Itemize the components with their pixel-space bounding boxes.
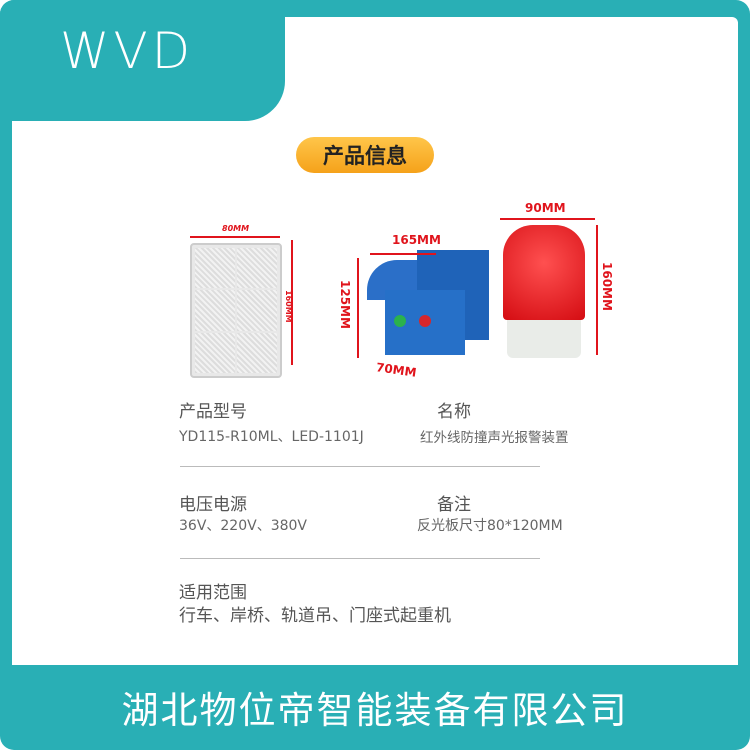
content-panel (12, 17, 738, 665)
spec-value-name: 红外线防撞声光报警装置 (420, 430, 569, 446)
company-name: 湖北物位帝智能装备有限公司 (121, 689, 629, 732)
spec-value-voltage: 36V、220V、380V (179, 518, 307, 534)
reflector-image (190, 243, 282, 378)
spec-label-application: 适用范围 (179, 583, 247, 603)
spec-label-name: 名称 (437, 402, 471, 422)
light-width-label: 90MM (525, 201, 566, 215)
spec-label-voltage: 电压电源 (179, 495, 247, 515)
divider (180, 466, 540, 467)
dim-arrow (596, 225, 598, 355)
section-title: 产品信息 (296, 137, 434, 173)
sensor-height-label: 125MM (338, 280, 352, 329)
spec-value-model: YD115-R10ML、LED-1101J (179, 429, 364, 445)
reflector-height-label: 160MM (284, 290, 293, 323)
dim-arrow (190, 236, 280, 238)
sensor-width-label: 165MM (392, 233, 441, 247)
divider (180, 558, 540, 559)
dim-arrow (357, 258, 359, 358)
brand-logo: WVD (60, 22, 195, 80)
dim-arrow (370, 253, 436, 255)
light-height-label: 160MM (600, 262, 614, 311)
reflector-width-label: 80MM (222, 224, 250, 233)
dim-arrow (500, 218, 595, 220)
dim-arrow (291, 240, 293, 365)
sensor-image (367, 250, 489, 360)
spec-value-note: 反光板尺寸80*120MM (417, 518, 563, 534)
spec-label-model: 产品型号 (179, 402, 247, 422)
logo-tab (0, 0, 285, 121)
warning-light-image (503, 225, 585, 360)
spec-value-application: 行车、岸桥、轨道吊、门座式起重机 (179, 606, 451, 626)
spec-label-note: 备注 (437, 495, 471, 515)
